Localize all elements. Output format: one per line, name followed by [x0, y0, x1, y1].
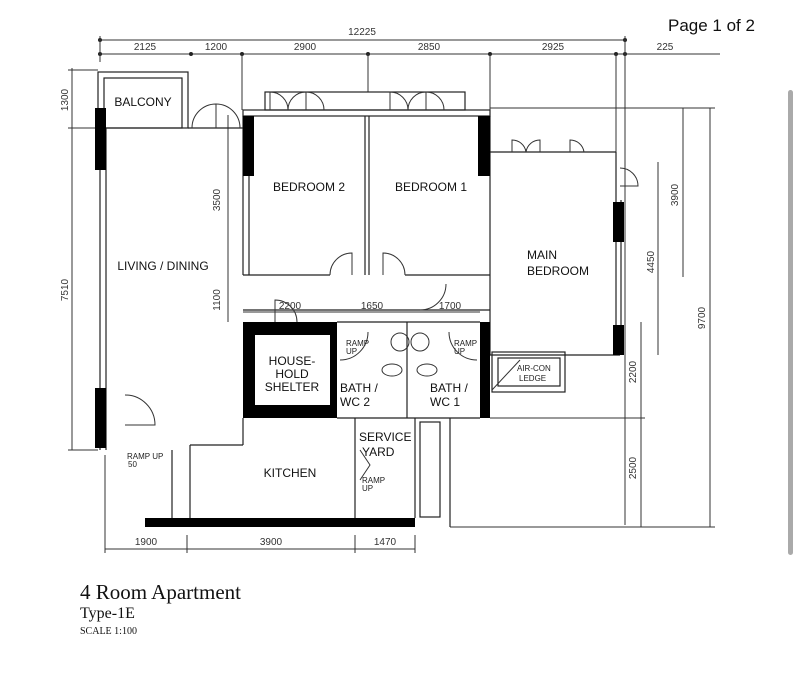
room-bath-wc2: BATH / — [340, 381, 378, 395]
ramp-note: UP — [362, 484, 373, 493]
ramp-note: UP — [454, 347, 465, 356]
room-household-shelter: HOLD — [275, 367, 309, 381]
dim-total-width: 12225 — [348, 27, 376, 38]
corridor-dimensions: 2200 1650 1700 — [243, 301, 480, 313]
dim-bottom: 3900 — [260, 537, 283, 548]
ramp-note: RAMP UP — [127, 452, 163, 461]
left-dimensions: 1300 7510 3500 1100 — [60, 68, 229, 451]
room-balcony: BALCONY — [114, 95, 171, 109]
room-aircon-ledge: AIR-CON — [517, 364, 551, 373]
room-service-yard: SERVICE — [359, 430, 411, 444]
room-living-dining: LIVING / DINING — [117, 259, 208, 273]
bottom-dimensions: 1900 3900 1470 — [104, 455, 416, 553]
room-kitchen: KITCHEN — [264, 466, 317, 480]
dim-corridor: 2200 — [279, 301, 302, 312]
page-indicator: Page 1 of 2 — [668, 16, 755, 35]
dim-bottom: 1470 — [374, 537, 397, 548]
plan-scale: SCALE 1:100 — [80, 626, 137, 637]
room-bath-wc1: WC 1 — [430, 395, 460, 409]
room-household-shelter: SHELTER — [265, 380, 320, 394]
top-dimensions: 12225 2125 1200 2900 2850 2925 225 — [98, 27, 720, 525]
room-main-bedroom: BEDROOM — [527, 264, 589, 278]
ramp-note: 50 — [128, 460, 137, 469]
ramp-note: RAMP — [362, 476, 385, 485]
dim-bottom: 1900 — [135, 537, 158, 548]
dim-corridor: 1700 — [439, 301, 462, 312]
plan-title: 4 Room Apartment — [80, 580, 241, 604]
room-bedroom-2: BEDROOM 2 — [273, 180, 345, 194]
room-aircon-ledge: LEDGE — [519, 374, 546, 383]
ramp-note: UP — [346, 347, 357, 356]
room-household-shelter: HOUSE- — [269, 354, 316, 368]
dim-right: 9700 — [697, 306, 708, 329]
dim-left: 7510 — [60, 278, 71, 301]
dim-right: 3900 — [670, 183, 681, 206]
walls — [97, 71, 622, 527]
dim-inner-left: 3500 — [212, 188, 223, 211]
dim-right: 4450 — [646, 250, 657, 273]
dim-top: 225 — [657, 42, 674, 53]
ramp-note: RAMP — [454, 339, 477, 348]
dim-inner-left: 1100 — [212, 289, 223, 311]
plan-type: Type-1E — [80, 605, 135, 622]
dim-top: 2900 — [294, 42, 317, 53]
room-labels: BALCONY LIVING / DINING BEDROOM 2 BEDROO… — [114, 95, 589, 493]
room-bath-wc1: BATH / — [430, 381, 468, 395]
room-bedroom-1: BEDROOM 1 — [395, 180, 467, 194]
vertical-scrollbar[interactable] — [788, 90, 793, 555]
dim-left: 1300 — [60, 88, 71, 111]
right-dimensions: 3900 4450 9700 2200 2500 — [450, 107, 715, 528]
room-service-yard: YARD — [362, 445, 395, 459]
doors — [124, 91, 639, 481]
dim-top: 2850 — [418, 42, 441, 53]
structural-walls — [95, 108, 624, 527]
dim-right: 2500 — [628, 456, 639, 479]
dim-corridor: 1650 — [361, 301, 384, 312]
ramp-note: RAMP — [346, 339, 369, 348]
dim-top: 1200 — [205, 42, 228, 53]
room-main-bedroom: MAIN — [527, 248, 557, 262]
dim-top: 2925 — [542, 42, 565, 53]
title-block: 4 Room Apartment Type-1E SCALE 1:100 — [80, 580, 241, 640]
dim-right: 2200 — [628, 360, 639, 383]
room-bath-wc2: WC 2 — [340, 395, 370, 409]
dim-top: 2125 — [134, 42, 157, 53]
